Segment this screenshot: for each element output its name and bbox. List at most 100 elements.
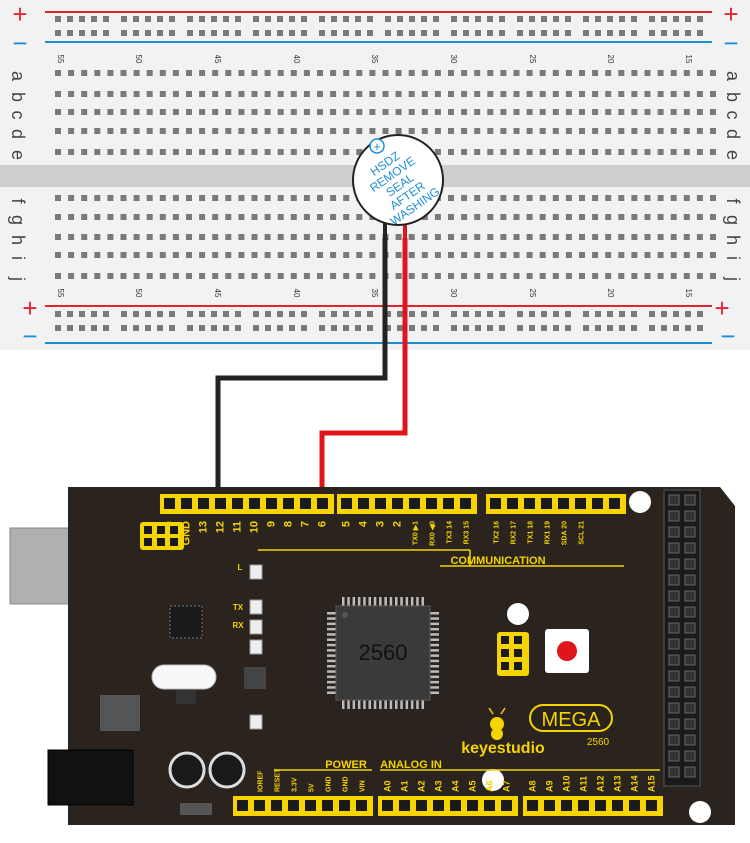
double-header-pin[interactable] [684,526,696,538]
header-pin[interactable] [339,800,350,811]
header-pin[interactable] [356,800,367,811]
double-header-pin[interactable] [668,622,680,634]
double-header-pin[interactable] [684,750,696,762]
double-header-pin[interactable] [668,510,680,522]
header-pin[interactable] [358,498,369,509]
header-pin[interactable] [490,498,501,509]
header-pin[interactable] [317,498,328,509]
header-pin[interactable] [271,800,282,811]
double-header-pin[interactable] [668,606,680,618]
header-pin[interactable] [266,498,277,509]
header-pin[interactable] [288,800,299,811]
header-pin[interactable] [283,498,294,509]
double-header-pin[interactable] [668,654,680,666]
double-header-pin[interactable] [684,654,696,666]
double-header-pin[interactable] [668,766,680,778]
double-header-pin[interactable] [668,590,680,602]
rail-hole [385,30,391,36]
header-pin[interactable] [578,800,589,811]
double-header-pin[interactable] [668,526,680,538]
header-pin[interactable] [237,800,248,811]
double-header-pin[interactable] [684,686,696,698]
double-header-pin[interactable] [684,494,696,506]
header-pin[interactable] [629,800,640,811]
reset-button[interactable] [545,629,589,673]
header-pin[interactable] [501,800,512,811]
header-pin[interactable] [575,498,586,509]
header-pin[interactable] [558,498,569,509]
double-header-pin[interactable] [684,606,696,618]
chip-pin [429,627,439,631]
header-pin[interactable] [467,800,478,811]
header-pin[interactable] [450,800,461,811]
header-pin[interactable] [561,800,572,811]
double-header-pin[interactable] [684,542,696,554]
header-pin[interactable] [507,498,518,509]
header-pin[interactable] [541,498,552,509]
double-header-pin[interactable] [668,670,680,682]
rail-hole [343,311,349,317]
double-header-pin[interactable] [684,766,696,778]
header-pin[interactable] [392,498,403,509]
double-header-pin[interactable] [668,494,680,506]
double-header-pin[interactable] [668,734,680,746]
header-pin[interactable] [646,800,657,811]
header-pin[interactable] [382,800,393,811]
header-pin[interactable] [341,498,352,509]
double-header-pin[interactable] [668,750,680,762]
double-header-pin[interactable] [684,734,696,746]
chip-pin [379,699,382,709]
header-pin[interactable] [305,800,316,811]
double-header-pin[interactable] [684,590,696,602]
header-pin[interactable] [609,498,620,509]
header-pin[interactable] [181,498,192,509]
header-pin[interactable] [322,800,333,811]
double-header-pin[interactable] [684,622,696,634]
double-header-pin[interactable] [684,670,696,682]
header-pin[interactable] [409,498,420,509]
double-header-pin[interactable] [684,718,696,730]
header-pin[interactable] [484,800,495,811]
header-pin[interactable] [198,498,209,509]
hole [487,128,494,134]
header-pin[interactable] [595,800,606,811]
reset-button-cap[interactable] [557,641,577,661]
double-header-pin[interactable] [684,558,696,570]
double-header-pin[interactable] [668,542,680,554]
header-pin[interactable] [164,498,175,509]
double-header-pin[interactable] [668,638,680,650]
double-header-pin[interactable] [684,702,696,714]
double-header-pin[interactable] [684,574,696,586]
rail-hole [187,311,193,317]
header-pin[interactable] [300,498,311,509]
header-pin[interactable] [399,800,410,811]
header-pin[interactable] [232,498,243,509]
header-pin[interactable] [544,800,555,811]
header-pin[interactable] [524,498,535,509]
header-pin[interactable] [460,498,471,509]
header-pin[interactable] [375,498,386,509]
double-header-pin[interactable] [668,718,680,730]
header-pin[interactable] [612,800,623,811]
hole [94,252,101,258]
header-pin[interactable] [254,800,265,811]
header-pin[interactable] [433,800,444,811]
double-header-pin[interactable] [668,558,680,570]
top-pin-label: RX3 15 [464,521,471,544]
header-pin[interactable] [443,498,454,509]
header-pin[interactable] [592,498,603,509]
double-header-pin[interactable] [668,686,680,698]
header-pin[interactable] [249,498,260,509]
hole [172,273,179,279]
header-pin[interactable] [416,800,427,811]
double-header-pin[interactable] [684,510,696,522]
double-header-pin[interactable] [668,574,680,586]
double-header-pin[interactable] [684,638,696,650]
hole [172,214,179,220]
header-pin[interactable] [215,498,226,509]
header-pin[interactable] [426,498,437,509]
analog-pin-label: A11 [579,776,589,792]
hole [68,195,75,201]
header-pin[interactable] [527,800,538,811]
double-header-pin[interactable] [668,702,680,714]
